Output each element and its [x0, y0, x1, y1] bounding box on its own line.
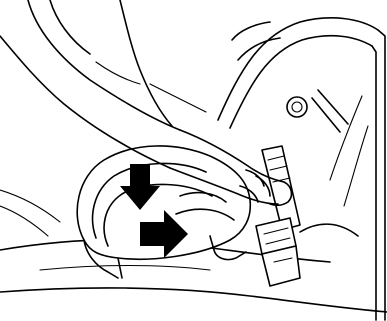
seat-back — [218, 18, 385, 320]
seat-belt-buckle-icon — [256, 218, 300, 286]
floor-lines — [0, 190, 60, 236]
head-restraint-icon — [287, 97, 307, 117]
